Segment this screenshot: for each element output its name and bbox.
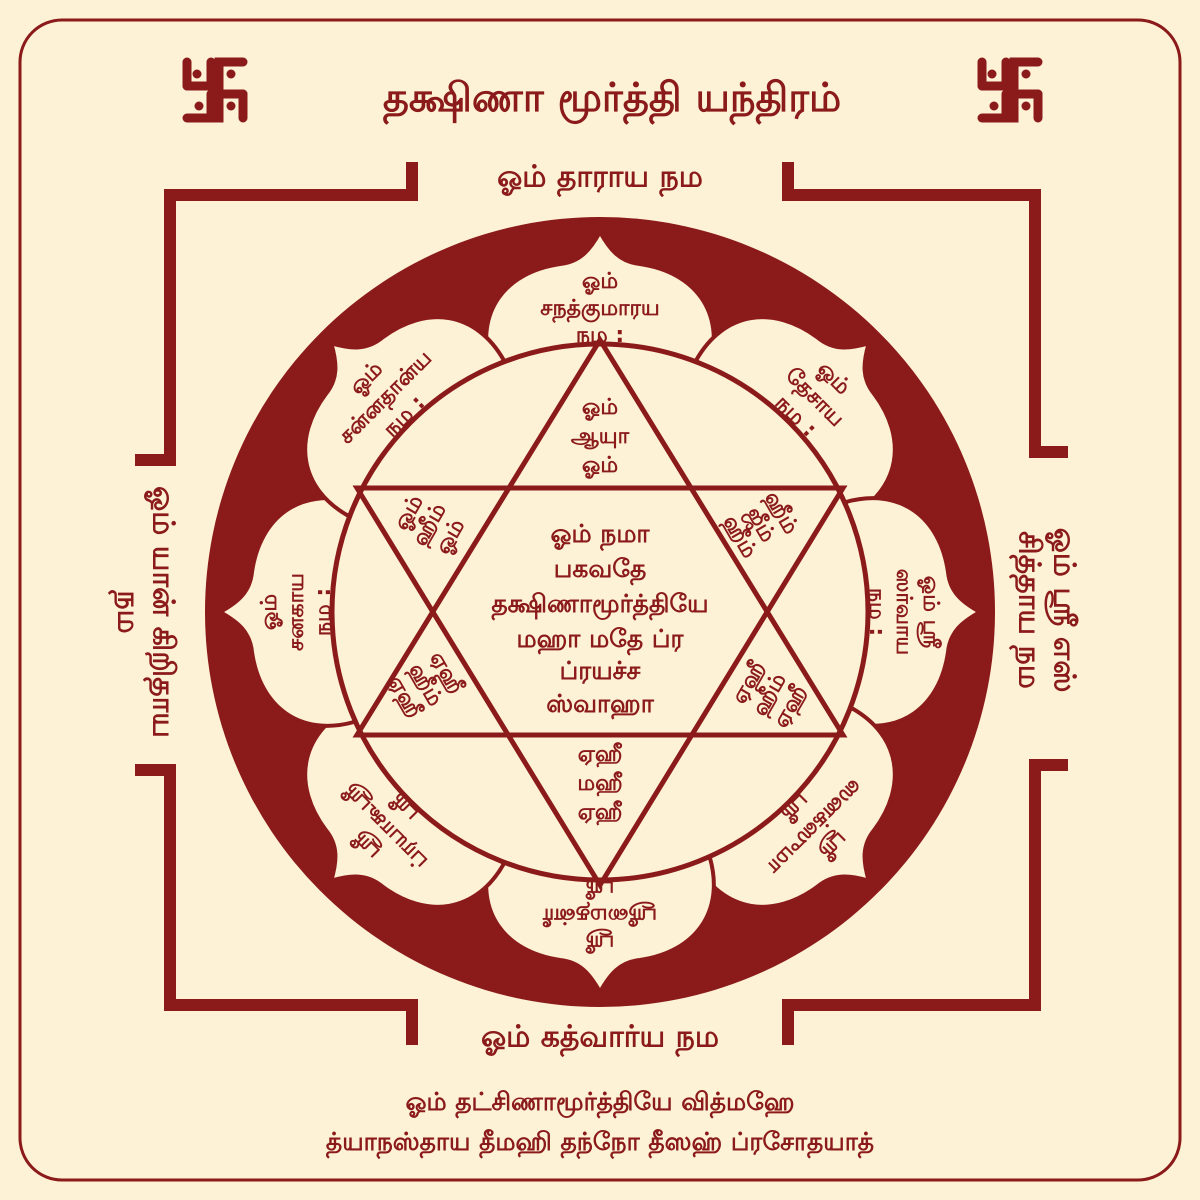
svg-text:ஆயுா: ஆயுா [571,424,630,450]
gate-text-left: ஓம் யான் கிறிதாய நம [108,486,181,738]
svg-text:ஓம் நமா: ஓம் நமா [550,519,650,551]
page-title: தக்ஷிணா மூர்த்தி யந்திரம் [383,75,841,125]
gate-text-right: ஓம் ஸ்ரீ எஸ் சித்தாய நம [1009,528,1082,693]
triangle-text-bottom: ஏஹீ மஹீ ஏஹீ [577,742,623,826]
swastika-icon-left [187,62,243,118]
bhupura-frame [135,162,1068,1045]
svg-text:சித்தாய நம: சித்தாய நம [1009,531,1047,689]
lotus-petal: ஓம்சன்னதான்யநம : [303,315,507,519]
triangle-text-lower-right: ஏஹீ ஹீம் ஏஹீ [727,657,814,733]
lotus-petal: ஓம்தேசாயநம : [693,315,897,519]
svg-text:ப்ரயச்ச: ப்ரயச்ச [560,656,641,685]
petal-shape [484,227,716,368]
outer-border [18,18,1182,1182]
petal-text: சனகாய [284,573,309,651]
svg-text:ஓம் யான் கிறிதாய: ஓம் யான் கிறிதாய [143,486,181,738]
petal-shape [844,496,985,728]
hexagram [352,335,848,890]
petal-shape [693,315,897,519]
petal-text: ஓம் [582,269,618,295]
svg-text:ஓம் ஸ்ரீ எஸ்: ஓம் ஸ்ரீ எஸ் [1045,528,1082,693]
downward-triangle [352,485,848,890]
petal-shape [303,705,507,909]
petal-shape [303,315,507,519]
triangle-text-top: ஓம் ஆயுா ஓம் [571,395,630,479]
svg-text:மஹீ: மஹீ [577,771,623,797]
svg-text:ஓம்: ஓம் [582,395,618,421]
svg-text:ஓம்: ஓம் [582,453,618,479]
gate-text-bottom: ஓம் கத்வார்ய நம [481,1020,719,1058]
upward-triangle [352,335,848,738]
svg-text:ஸ்வாஹா: ஸ்வாஹா [546,689,654,720]
petal-text: ஸர்வாய [891,569,916,656]
svg-text:ஓம் தட்சிணாமூர்த்தியே வித்மஹே: ஓம் தட்சிணாமூர்த்தியே வித்மஹே [405,1087,794,1119]
lotus-petal: ஸ்ரீஸ்ரீமைதன்ரீஸ்ரீ [484,856,716,997]
petal-text: ஓம் ஸ்ரீ [916,576,943,649]
petal-shape [215,496,356,728]
center-mantra: ஓம் நமா பகவதே தக்ஷிணாமூர்த்தியே மஹா மதே … [491,519,708,720]
svg-text:நம: நம [108,589,146,633]
svg-text:த்யாநஸ்தாய தீமஹி தந்நோ தீஸஹ் ப: த்யாநஸ்தாய தீமஹி தந்நோ தீஸஹ் ப்ரசோதயாத் [326,1127,874,1159]
petal-text: ஸ்ரீ [585,928,614,955]
petal-shape [484,856,716,997]
petal-text: ஓம் [257,594,283,630]
svg-text:ஏஹீ: ஏஹீ [578,800,623,826]
gayatri-mantra: ஓம் தட்சிணாமூர்த்தியே வித்மஹே த்யாநஸ்தாய… [326,1087,874,1159]
petal-text: சநத்குமாரய [540,296,659,323]
svg-text:தக்ஷிணாமூர்த்தியே: தக்ஷிணாமூர்த்தியே [491,589,708,621]
petal-shape [693,705,897,909]
gate-text-top: ஓம் தாராய நம [497,160,703,198]
svg-text:ஏஹீ: ஏஹீ [578,742,623,768]
petal-text: ஸ்ரீமைதன்ரீ [542,901,657,928]
swastika-icon-right [982,62,1038,118]
svg-text:மஹா மதே ப்ர: மஹா மதே ப்ர [517,624,685,656]
svg-text:பகவதே: பகவதே [554,554,647,586]
